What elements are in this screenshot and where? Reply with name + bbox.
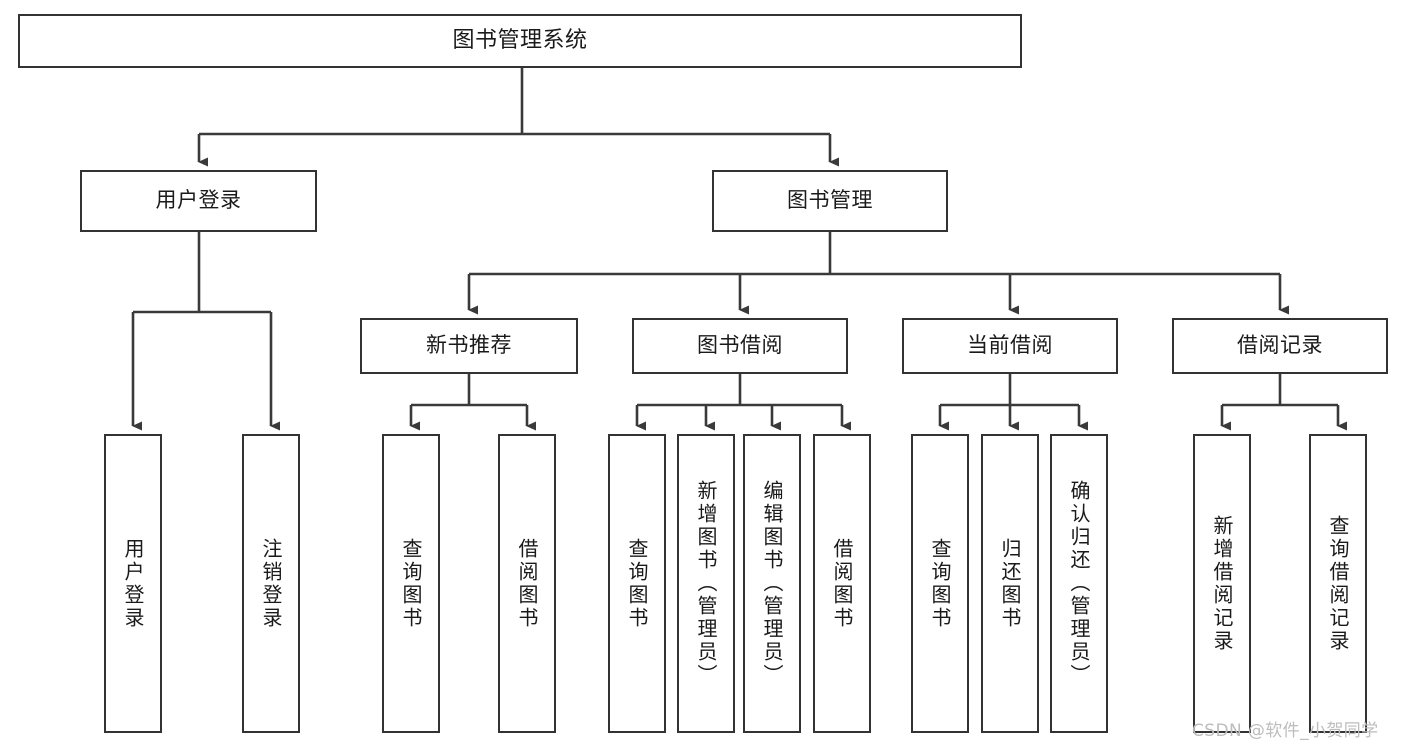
node-label: 查询图书 — [399, 537, 423, 630]
node-book-management[interactable]: 图书管理 — [712, 170, 948, 232]
node-label: 查询借阅记录 — [1326, 514, 1350, 653]
node-borrowing-records[interactable]: 借阅记录 — [1172, 318, 1388, 374]
leaf-borrow-books[interactable]: 借阅图书 — [813, 434, 871, 733]
node-label: 注销登录 — [259, 537, 283, 630]
node-label: 借阅记录 — [1237, 333, 1323, 358]
leaf-edit-book-admin[interactable]: 编辑图书（管理员） — [743, 434, 801, 733]
node-label: 查询图书 — [625, 537, 649, 630]
node-label: 图书管理系统 — [452, 27, 588, 53]
node-new-book-recommendation[interactable]: 新书推荐 — [360, 318, 578, 374]
node-label: 图书借阅 — [697, 333, 783, 358]
leaf-confirm-return-admin[interactable]: 确认归还（管理员） — [1050, 434, 1108, 733]
node-label: 新增图书（管理员） — [694, 480, 718, 687]
leaf-borrow-books-recommend[interactable]: 借阅图书 — [498, 434, 556, 733]
csdn-watermark: CSDN @软件_小贺同学 — [1192, 721, 1379, 741]
leaf-return-books[interactable]: 归还图书 — [981, 434, 1039, 733]
node-label: 用户登录 — [155, 188, 242, 213]
leaf-query-borrow-record[interactable]: 查询借阅记录 — [1309, 434, 1367, 733]
node-current-borrowing[interactable]: 当前借阅 — [902, 318, 1118, 374]
leaf-query-books-recommend[interactable]: 查询图书 — [382, 434, 440, 733]
node-root-library-system[interactable]: 图书管理系统 — [18, 14, 1022, 68]
node-label: 新增借阅记录 — [1210, 514, 1234, 653]
leaf-query-books-borrow[interactable]: 查询图书 — [608, 434, 666, 733]
node-user-login[interactable]: 用户登录 — [80, 170, 317, 232]
node-label: 查询图书 — [928, 537, 952, 630]
node-label: 新书推荐 — [426, 333, 512, 358]
node-label: 借阅图书 — [515, 537, 539, 630]
node-label: 编辑图书（管理员） — [760, 480, 784, 687]
leaf-user-login[interactable]: 用户登录 — [104, 434, 162, 733]
leaf-query-books-current[interactable]: 查询图书 — [911, 434, 969, 733]
node-label: 借阅图书 — [830, 537, 854, 630]
node-book-borrowing[interactable]: 图书借阅 — [632, 318, 848, 374]
leaf-add-book-admin[interactable]: 新增图书（管理员） — [677, 434, 735, 733]
node-label: 用户登录 — [121, 537, 145, 630]
node-label: 归还图书 — [998, 537, 1022, 630]
node-label: 确认归还（管理员） — [1067, 480, 1091, 687]
node-label: 当前借阅 — [967, 333, 1053, 358]
leaf-add-borrow-record[interactable]: 新增借阅记录 — [1193, 434, 1251, 733]
leaf-logout[interactable]: 注销登录 — [242, 434, 300, 733]
node-label: 图书管理 — [787, 188, 873, 213]
